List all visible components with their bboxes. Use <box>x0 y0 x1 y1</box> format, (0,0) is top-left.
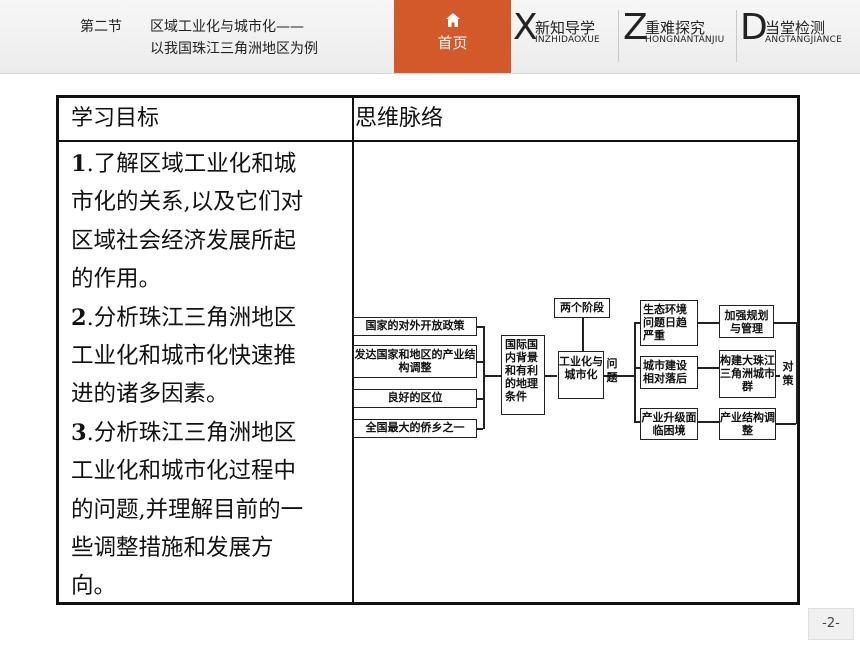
problem-box: 生态环境问题日趋严重 <box>640 300 698 346</box>
factor-box: 国家的对外开放政策 <box>353 317 477 336</box>
goal-text: 工业化和城市化过程中 <box>71 458 297 485</box>
goal-text: 些调整措施和发展方 <box>71 535 274 562</box>
goal-text: .了解区域工业化和城 <box>86 151 297 177</box>
nav-pinyin: INZHIDAOXUE <box>535 35 600 45</box>
connector-line <box>796 322 798 424</box>
nav-dangtang-jiance[interactable]: D 当堂检测 ANGTANGJIANCE <box>740 0 858 73</box>
learning-goals-header: 学习目标 <box>71 106 160 131</box>
nav-letter: X <box>513 7 538 48</box>
connector-line <box>634 322 640 324</box>
nav-xinzhi-daoxue[interactable]: X 新知导学 INZHIDAOXUE <box>513 0 618 73</box>
connector-line <box>698 367 719 369</box>
lesson-title-line2: 以我国珠江三角洲地区为例 <box>150 41 318 57</box>
connector-line <box>776 375 780 377</box>
home-button[interactable]: 首页 <box>394 0 511 73</box>
goal-number: 1 <box>71 151 87 177</box>
thinking-map-diagram: 国家的对外开放政策 发达国家和地区的产业结构调整 良好的区位 全国最大的侨乡之一… <box>350 295 800 442</box>
measure-box: 构建大珠江三角洲城市群 <box>719 350 776 398</box>
goal-line: 些调整措施和发展方 <box>71 529 346 567</box>
nav-label: 重难探究 <box>645 19 706 37</box>
goal-text: 向。 <box>71 573 117 600</box>
nav-pinyin: HONGNANTANJIU <box>645 35 725 45</box>
measure-box: 产业结构调整 <box>719 408 776 440</box>
core-box: 工业化与城市化 <box>558 351 604 399</box>
connector-line <box>634 421 640 423</box>
goal-text: 的问题,并理解目前的一 <box>71 496 304 523</box>
goal-line: 的问题,并理解目前的一 <box>71 491 346 529</box>
connector-line <box>698 322 719 324</box>
problem-box: 城市建设相对落后 <box>640 356 698 389</box>
goal-line: 市化的关系,以及它们对 <box>71 183 346 221</box>
connector-line <box>774 322 796 324</box>
stages-box: 两个阶段 <box>554 298 610 318</box>
objectives-table: 学习目标 思维脉络 1.了解区域工业化和城市化的关系,以及它们对区域社会经济发展… <box>56 95 800 605</box>
factor-box: 发达国家和地区的产业结构调整 <box>353 345 477 378</box>
nav-pinyin: ANGTANGJIANCE <box>765 35 842 45</box>
connector-line <box>634 322 636 422</box>
goal-text: 进的诸多因素。 <box>71 381 229 408</box>
background-conditions-box: 国际国内背景和有利的地理条件 <box>501 335 545 415</box>
goal-line: 2.分析珠江三角洲地区 <box>71 299 346 337</box>
nav-divider <box>736 10 737 62</box>
nav-letter: Z <box>623 7 648 48</box>
connector-line <box>776 423 796 425</box>
measures-label: 对策 <box>782 360 794 387</box>
goal-number: 3 <box>71 419 87 446</box>
goal-line: 工业化和城市化快速推 <box>71 337 346 375</box>
nav-label: 当堂检测 <box>765 19 826 37</box>
nav-label: 新知导学 <box>535 19 596 37</box>
nav-divider <box>618 10 619 62</box>
connector-line <box>634 367 640 369</box>
page-number: -2- <box>808 608 854 640</box>
home-label: 首页 <box>437 34 468 52</box>
goal-text: 区域社会经济发展所起 <box>71 227 297 254</box>
learning-goals-text: 1.了解区域工业化和城市化的关系,以及它们对区域社会经济发展所起的作用。2.分析… <box>71 145 346 606</box>
goal-line: 工业化和城市化过程中 <box>71 452 346 490</box>
goal-line: 进的诸多因素。 <box>71 375 346 413</box>
factor-box: 良好的区位 <box>353 389 477 408</box>
problems-label: 问题 <box>606 357 618 384</box>
goal-line: 的作用。 <box>71 260 346 298</box>
goal-text: .分析珠江三角洲地区 <box>86 304 297 331</box>
goal-number: 2 <box>71 304 87 331</box>
goal-line: 3.分析珠江三角洲地区 <box>71 414 346 452</box>
connector-line <box>477 326 483 328</box>
goal-text: 的作用。 <box>71 266 162 293</box>
connector-line <box>477 428 483 430</box>
connector-line <box>483 326 485 429</box>
problem-box: 产业升级面临困境 <box>640 408 698 440</box>
thinking-map-header: 思维脉络 <box>355 106 444 131</box>
goal-line: 1.了解区域工业化和城 <box>71 145 346 183</box>
connector-line <box>483 375 501 377</box>
goal-text: .分析珠江三角洲地区 <box>86 419 297 446</box>
goal-line: 区域社会经济发展所起 <box>71 222 346 260</box>
nav-letter: D <box>740 7 768 48</box>
connector-line <box>582 318 584 351</box>
header-bar: 第二节 区域工业化与城市化—— 以我国珠江三角洲地区为例 首页 X 新知导学 I… <box>0 0 860 74</box>
connector-line <box>545 375 557 377</box>
section-number: 第二节 <box>80 19 122 35</box>
home-icon <box>446 13 460 27</box>
header-row-divider <box>59 140 797 142</box>
goal-text: 市化的关系,以及它们对 <box>71 189 304 216</box>
goal-text: 工业化和城市化快速推 <box>71 343 297 370</box>
connector-line <box>477 398 483 400</box>
measure-box: 加强规划与管理 <box>719 305 774 338</box>
connector-line <box>698 421 719 423</box>
connector-line <box>604 375 635 377</box>
lesson-title-line1: 区域工业化与城市化—— <box>150 19 304 35</box>
nav-zhongnan-tanjiu[interactable]: Z 重难探究 HONGNANTANJIU <box>623 0 733 73</box>
goal-line: 向。 <box>71 567 346 605</box>
factor-box: 全国最大的侨乡之一 <box>353 419 477 438</box>
connector-line <box>477 361 483 363</box>
